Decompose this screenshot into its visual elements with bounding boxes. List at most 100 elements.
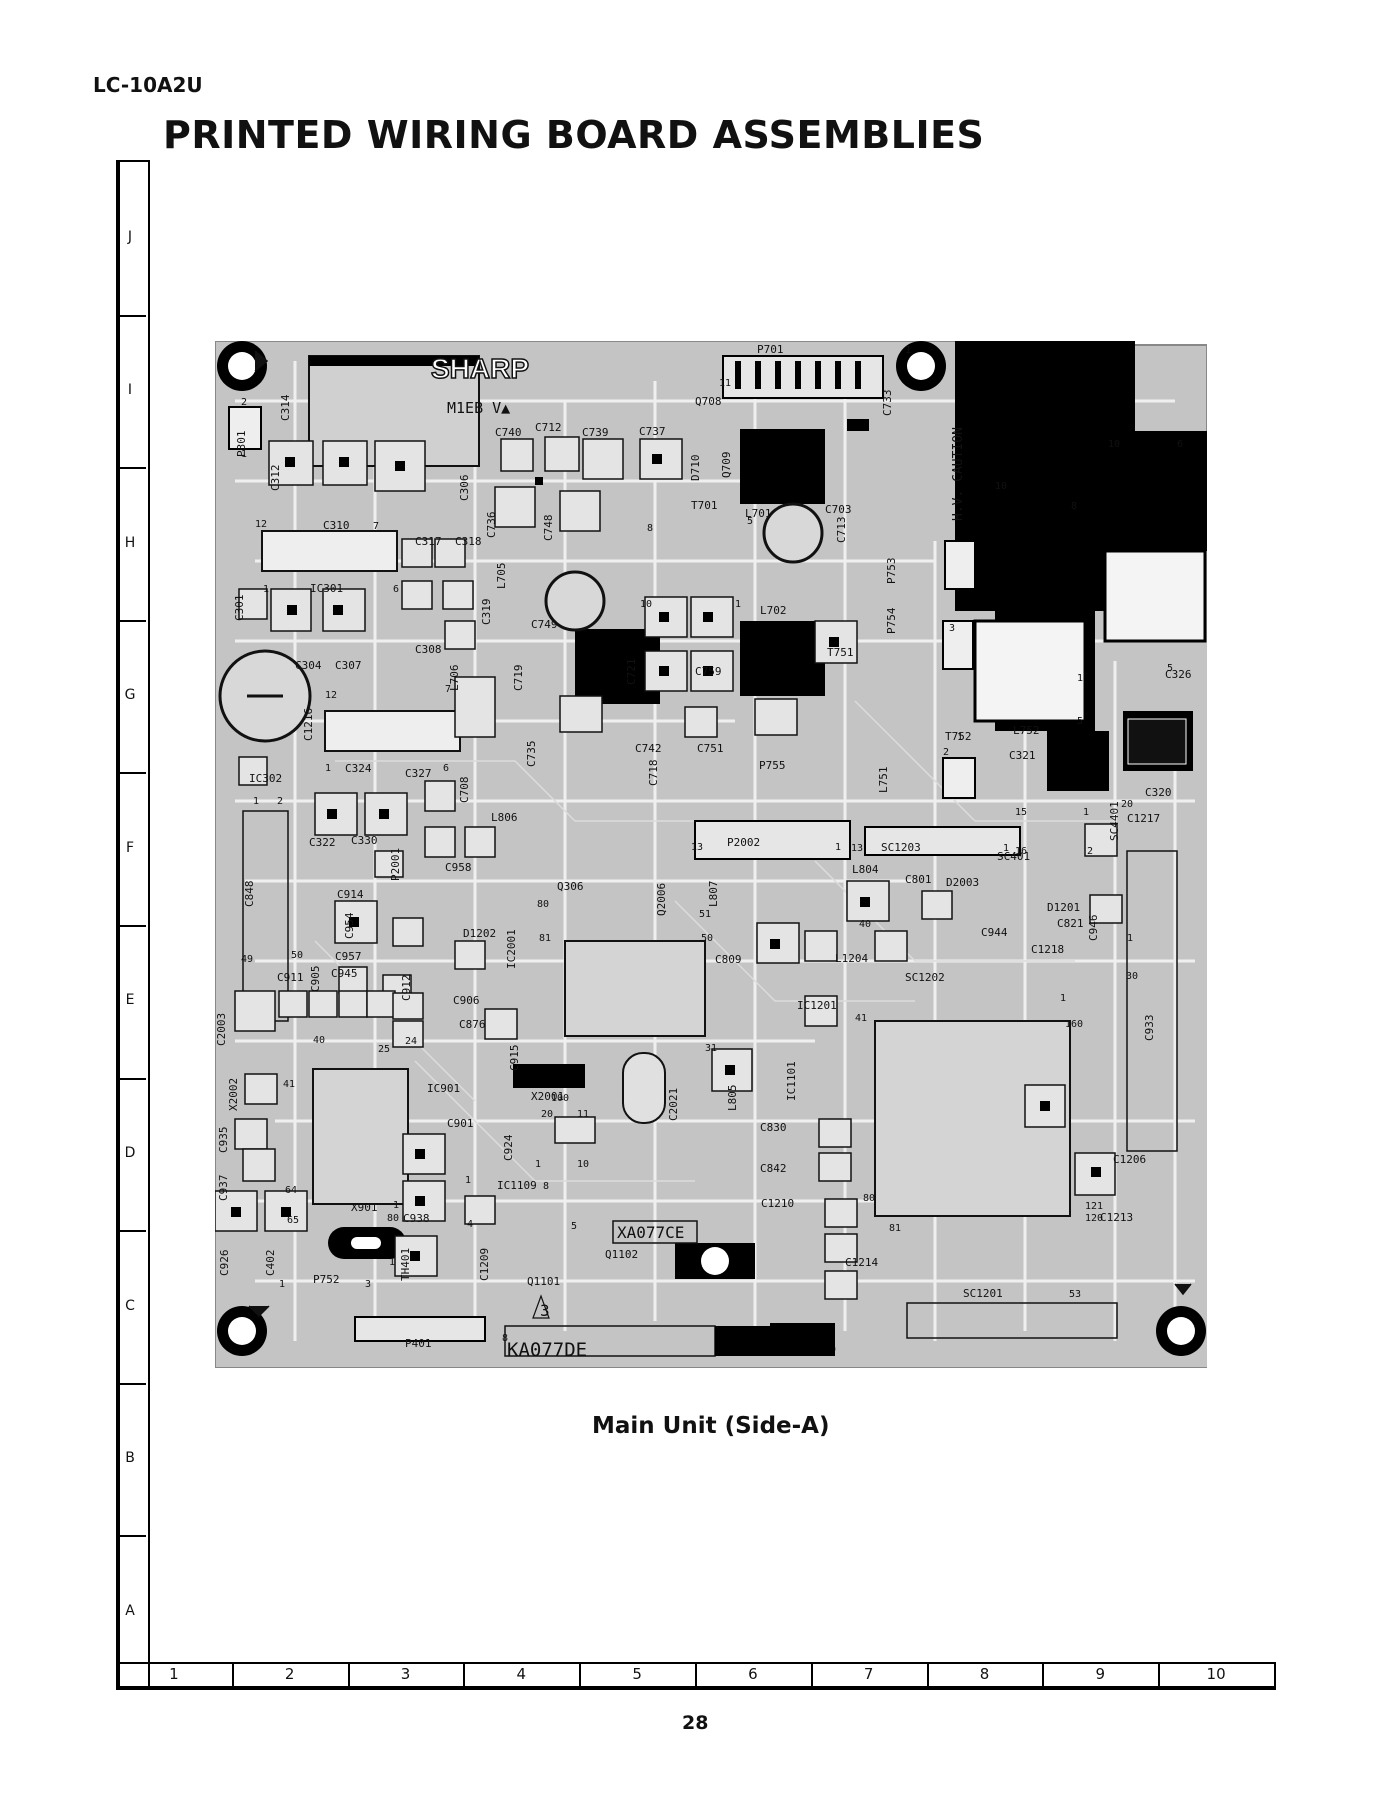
svg-text:1: 1 (1060, 993, 1066, 1004)
label-l805: IC1101 (785, 1061, 798, 1101)
grid-row-divider (120, 619, 146, 622)
label-p701: P701 (757, 343, 784, 356)
svg-text:7: 7 (445, 684, 451, 695)
ic1201 (874, 1020, 1071, 1217)
svg-text:41: 41 (855, 1013, 867, 1024)
label-p753: P753 (885, 558, 898, 585)
label-c759: T751 (827, 646, 854, 659)
svg-text:24: 24 (405, 1036, 417, 1047)
label-c830: C830 (760, 1121, 787, 1134)
label-sc1201: SC1201 (963, 1287, 1003, 1300)
board-id-bottom: KA077DE (507, 1339, 587, 1361)
svg-text:6: 6 (1177, 439, 1183, 450)
svg-text:13: 13 (851, 843, 863, 854)
label-c801: D2003 (946, 876, 979, 889)
label-c321: IC302 (249, 772, 282, 785)
grid-row-label: G (124, 687, 136, 704)
label-c733: C733 (881, 390, 894, 417)
p2002 (864, 826, 1021, 856)
label-c1214: C1214 (845, 1256, 878, 1269)
grid-column-label: 6 (748, 1665, 758, 1683)
grid-column-divider (810, 1662, 813, 1686)
svg-text:8: 8 (1071, 501, 1077, 512)
svg-text:5: 5 (1167, 663, 1173, 674)
label-c901: C901 (447, 1117, 474, 1130)
label-c317: C317 (415, 535, 442, 548)
label-d710: D710 (689, 455, 702, 482)
label-c302: C304 (295, 659, 322, 672)
grid-column-label: 8 (979, 1665, 990, 1683)
label-c914: C954 (343, 912, 356, 939)
label-c314: C314 (279, 394, 292, 421)
page-number: 28 (682, 1712, 709, 1734)
label-c809: L1204 (835, 952, 868, 965)
svg-text:6: 6 (443, 763, 449, 774)
label-c310: C310 (323, 519, 350, 532)
label-c938: C938 (403, 1212, 430, 1225)
svg-text:1: 1 (905, 345, 911, 356)
svg-text:1: 1 (393, 1200, 399, 1211)
sc1201 (906, 1302, 1118, 1339)
x2001 (513, 1064, 585, 1088)
label-c933: C2003 (215, 1013, 228, 1046)
label-c876: IC1201 (797, 999, 837, 1012)
svg-text:120: 120 (1085, 1213, 1103, 1224)
label-c330: C958 (445, 861, 472, 874)
svg-text:1: 1 (535, 1159, 541, 1170)
label-t752: L752 (1013, 724, 1040, 737)
grid-row-label: C (125, 1297, 135, 1314)
label-ic301: IC301 (310, 582, 343, 595)
x2002 (622, 1052, 666, 1124)
label-c322: C330 (351, 834, 378, 847)
label-c719: C721 (625, 659, 638, 686)
label-c318: C318 (455, 535, 482, 548)
label-c911: C905 (309, 966, 322, 993)
label-p754: P754 (885, 607, 898, 634)
grid-column-divider (1042, 1662, 1045, 1686)
label-d1201: C821 (1057, 917, 1084, 930)
svg-text:1: 1 (389, 1257, 395, 1268)
label-c915: X2002 (227, 1078, 240, 1111)
label-c718: P755 (759, 759, 786, 772)
grid-row-divider (120, 1535, 146, 1538)
label-c712: C712 (535, 421, 562, 434)
label-c740: C740 (495, 426, 522, 439)
model-number: LC-10A2U (93, 73, 203, 97)
label-c748: C748 (542, 515, 555, 542)
label-c327: C708 (458, 777, 471, 804)
svg-text:3: 3 (949, 623, 955, 634)
svg-text:8: 8 (647, 523, 653, 534)
svg-text:5: 5 (1077, 716, 1083, 727)
svg-text:1: 1 (325, 763, 331, 774)
label-l806: C322 (309, 836, 336, 849)
label-c958: P2001 (389, 848, 402, 881)
label-c1217: SC4401 (1108, 801, 1121, 841)
svg-text:1: 1 (1127, 933, 1133, 944)
grid-row-label: J (127, 229, 133, 246)
svg-text:7: 7 (373, 521, 379, 532)
label-c402: TH401 (399, 1248, 412, 1281)
p401 (354, 1316, 486, 1342)
svg-text:1: 1 (1003, 843, 1009, 854)
label-ic1109: IC1109 (497, 1179, 537, 1192)
label-t751: C326 (1165, 668, 1192, 681)
grid-row-divider (120, 1077, 146, 1080)
label-c301: C301 (233, 595, 246, 622)
label-c713: C713 (835, 517, 848, 544)
grid-column-label: 10 (1206, 1665, 1226, 1683)
svg-text:65: 65 (287, 1215, 299, 1226)
label-c944: C957 (335, 950, 362, 963)
label-c935: C937 (217, 1175, 230, 1202)
board-marking: M1EB V▲ (447, 399, 510, 417)
grid-column-label: 7 (863, 1665, 874, 1683)
label-c326: C1216 (302, 708, 315, 741)
board-id-top: XA077CE (617, 1223, 684, 1242)
label-c749: C749 (531, 618, 558, 631)
grid-column-divider (231, 1662, 234, 1686)
label-ic302: C324 (345, 762, 372, 775)
svg-text:64: 64 (285, 1185, 297, 1196)
label-d2003: Q306 (557, 880, 584, 893)
label-sc401: C848 (243, 881, 256, 908)
grid-row-label: B (125, 1450, 135, 1467)
label-sc1203: C1217 (1127, 812, 1160, 825)
